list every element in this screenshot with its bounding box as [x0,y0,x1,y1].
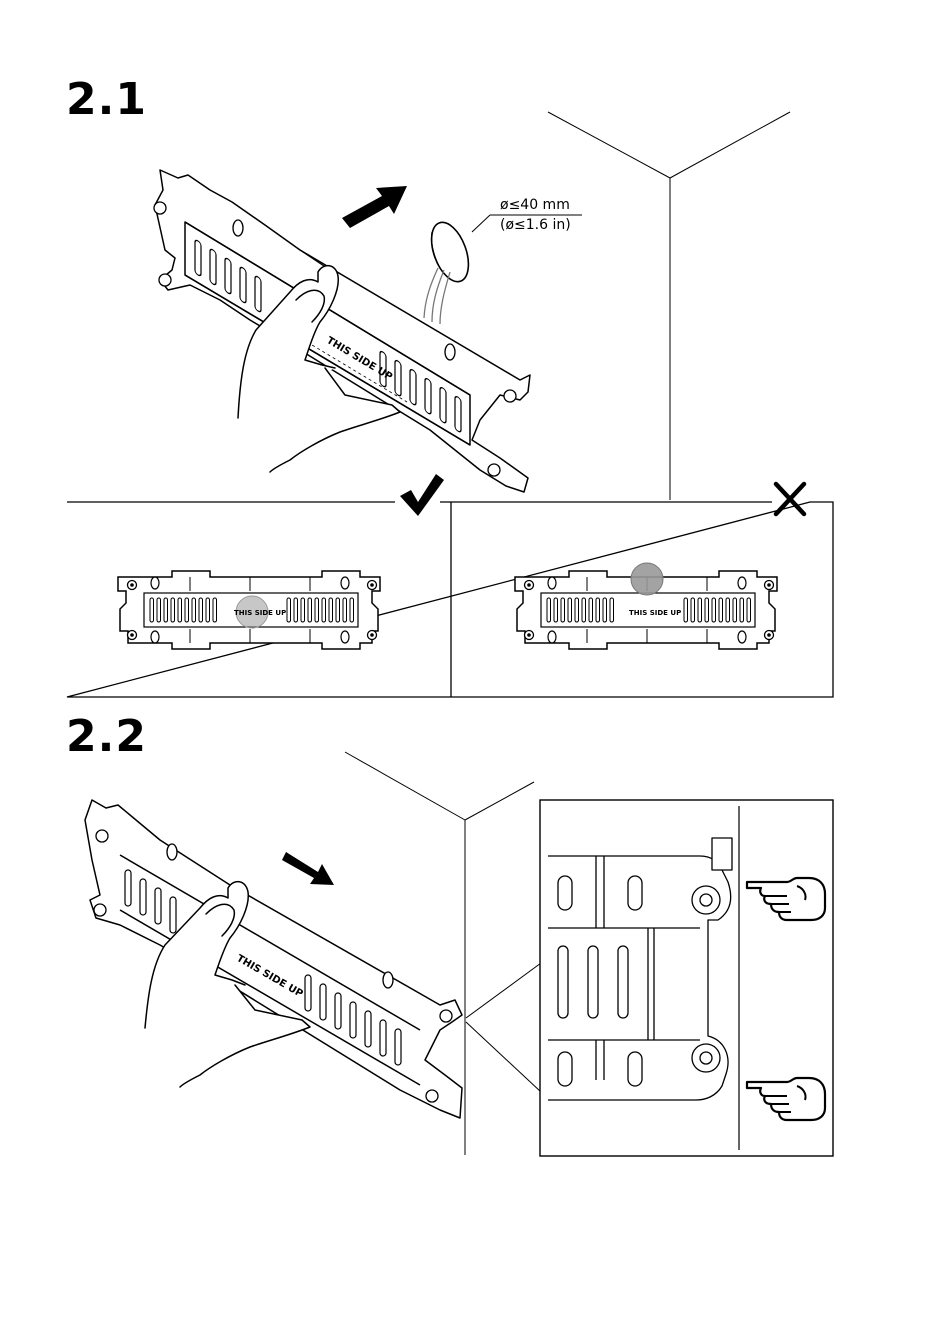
wall-corner-2-1 [548,112,790,500]
hole-diameter-metric: ø≤40 mm [500,197,570,213]
check-icon [400,474,444,516]
detail-callout-lines [466,963,541,1092]
cable-hole-wrong-marker [631,563,663,595]
bracket-label-correct: THIS SIDE UP [234,609,286,617]
arrow-icon [282,852,334,885]
bracket-perspective-2-2 [85,800,462,1118]
arrow-icon [342,186,407,228]
detail-bracket-closeup [548,838,732,1100]
bracket-label-wrong: THIS SIDE UP [629,609,681,617]
bracket-correct-position: THIS SIDE UP [118,571,380,649]
bracket-wrong-position: THIS SIDE UP [515,563,777,649]
hole-diameter-imperial: (ø≤1.6 in) [500,217,571,233]
cross-icon [776,484,804,514]
